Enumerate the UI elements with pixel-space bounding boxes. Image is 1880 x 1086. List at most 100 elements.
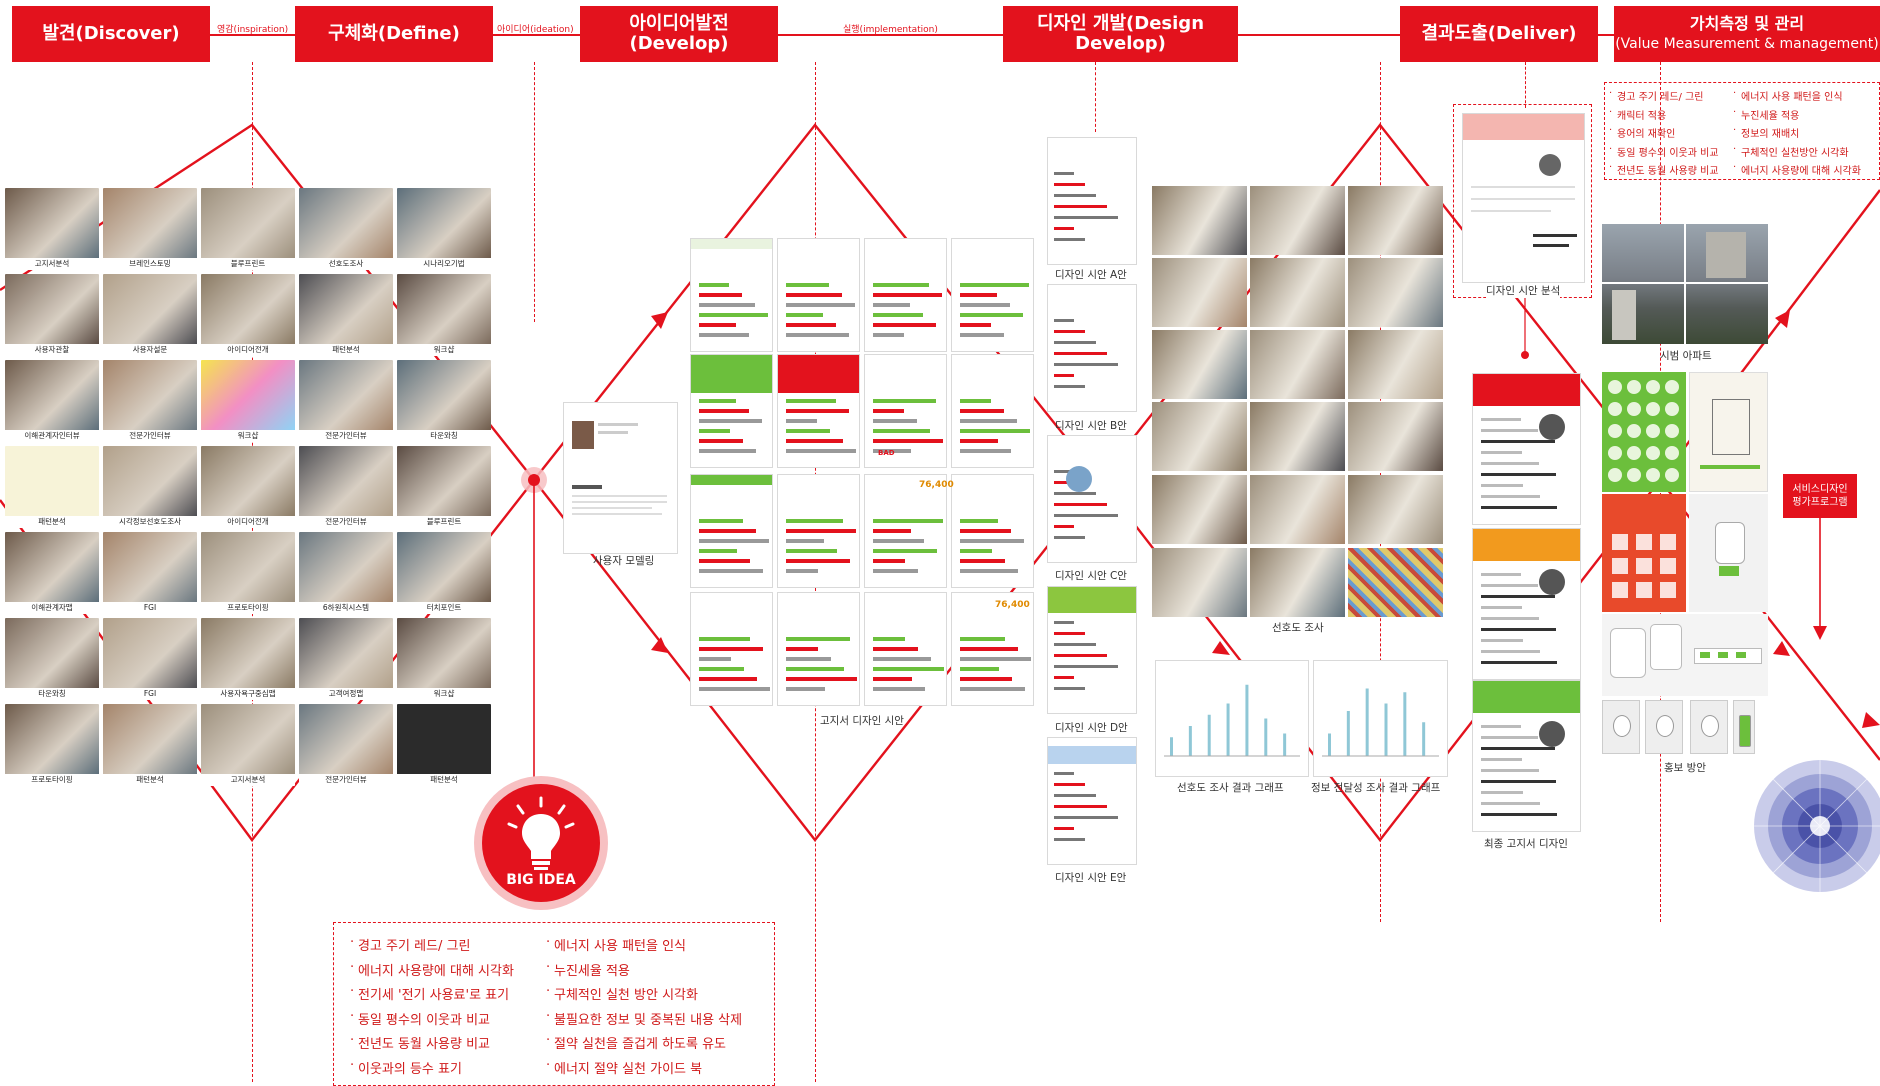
bill-draft-bar: [873, 293, 942, 297]
preference-photo: [1250, 548, 1345, 617]
bill-draft-bar: [960, 323, 991, 327]
socket-photo: [1645, 700, 1683, 754]
bill-draft-bar: [699, 303, 755, 307]
big_idea_box-item: 에너지 절약 실천 가이드 북: [554, 1061, 703, 1077]
bill-draft-bar: [960, 539, 1024, 543]
bullet-dot: ·: [1733, 162, 1737, 173]
bullet-dot: ·: [1609, 143, 1613, 155]
bill-draft-bar: [786, 559, 850, 563]
bullet-dot: ·: [1733, 88, 1737, 99]
bill-draft-bar: [699, 333, 749, 337]
preference-photo: [1250, 330, 1345, 399]
phase-deliver-label: 결과도출(Deliver): [1421, 23, 1577, 44]
bill-draft-bar: [699, 409, 749, 413]
method-tile-image: [397, 274, 491, 344]
poster-icon: [1646, 380, 1660, 394]
method-tile-image: [201, 274, 295, 344]
method-tile-caption: 이해관계자맵: [5, 602, 99, 614]
bill-draft-bar: [699, 323, 736, 327]
method-tile-caption: 패턴분석: [299, 344, 393, 356]
poster-character: [1689, 372, 1768, 492]
design-draft-header: [1048, 738, 1136, 746]
design-draft-thumb: [1047, 586, 1137, 714]
socket-face: [1656, 715, 1674, 737]
poster-icon: [1608, 424, 1622, 438]
arrow-service: [1813, 626, 1827, 640]
bullet-dot: ·: [546, 984, 551, 999]
method-tile-caption: 아이디어전개: [201, 344, 295, 356]
bill-draft-bar: [960, 637, 1005, 641]
method-tile-caption: 고지서분석: [5, 258, 99, 270]
bill-draft-bar: [960, 333, 1004, 337]
method-tile-caption: 전문가인터뷰: [103, 430, 197, 442]
poster-icon: [1627, 468, 1641, 482]
preference-photo: [1152, 548, 1247, 617]
poster-icon: [1660, 558, 1676, 574]
label-design-e: 디자인 시안 E안: [1055, 872, 1127, 884]
bullet-dot: ·: [350, 959, 355, 975]
poster-plug: [1689, 494, 1768, 612]
bill-draft-bar: [960, 667, 999, 671]
bill-draft-thumb: [690, 354, 773, 468]
bill-draft-header: [865, 475, 946, 485]
bill-draft-bar: [960, 439, 998, 443]
user-modeling-card: [563, 402, 678, 554]
method-tile-image: [299, 618, 393, 688]
bill-draft-bar: [960, 303, 1010, 307]
bill-draft-bar: [960, 687, 1025, 691]
bill-draft-bar: [873, 559, 905, 563]
bill-draft-bar: [786, 419, 817, 423]
bill-draft-header: [778, 475, 859, 485]
guide-6: [1525, 62, 1526, 108]
phase-design-develop-label: 디자인 개발(Design Develop): [1036, 13, 1205, 54]
big_idea_box-item: 전기세 '전기 사용료'로 표기: [358, 988, 510, 1003]
poster-icon: [1636, 534, 1652, 550]
method-tile-caption: 사용자관찰: [5, 344, 99, 356]
method-tile-image: [397, 446, 491, 516]
poster-icon: [1636, 558, 1652, 574]
bill-draft-bar: [873, 687, 925, 691]
graph-bar: [1283, 733, 1287, 756]
design-draft-bar: [1054, 492, 1096, 495]
design-draft-bar: [1054, 794, 1096, 797]
bill-draft-header: [691, 475, 772, 485]
method-tile-caption: FGI: [103, 688, 197, 700]
final-bill-line: [1481, 451, 1522, 454]
poster-icon: [1627, 380, 1641, 394]
method-tile: 전문가인터뷰: [299, 446, 393, 528]
method-tile-image: [201, 532, 295, 602]
bill-draft-bar: [960, 313, 1023, 317]
method-tile: 고객여정맵: [299, 618, 393, 700]
bill-draft-bar: [960, 399, 991, 403]
bill-draft-bar: [786, 429, 830, 433]
method-tile-image: [103, 360, 197, 430]
big_idea_box-item: 불필요한 정보 및 중복된 내용 삭제: [554, 1012, 743, 1028]
design-draft-bar: [1054, 816, 1118, 819]
final-bill-line: [1481, 791, 1523, 794]
method-tile-caption: 이해관계자인터뷰: [5, 430, 99, 442]
value_box-item: 정보의 재배치: [1741, 129, 1800, 140]
preference-photo: [1152, 330, 1247, 399]
bill-draft-bar: [873, 399, 936, 403]
design-draft-band: [1048, 746, 1136, 764]
method-tile: 전문가인터뷰: [299, 360, 393, 442]
method-tile: FGI: [103, 532, 197, 614]
design-draft-bar: [1054, 330, 1085, 333]
method-tile: 터치포인트: [397, 532, 491, 614]
design-draft-bar: [1054, 341, 1096, 344]
arrow-value-up: [1775, 310, 1790, 328]
method-tile-image: [5, 274, 99, 344]
graph-bar: [1264, 718, 1268, 756]
design-draft-thumb: [1047, 737, 1137, 865]
method-tile-caption: 타운와칭: [397, 430, 491, 442]
bill-draft-bar: [873, 529, 911, 533]
design-draft-bar: [1054, 227, 1074, 230]
label-preference-graph: 선호도 조사 결과 그래프: [1177, 782, 1284, 794]
final-bill-line: [1481, 418, 1521, 421]
bullet-dot: ·: [1609, 162, 1613, 173]
bill-draft-bar: [786, 449, 856, 453]
bill-draft-bar: [699, 667, 744, 671]
bill-draft-bar: [873, 519, 943, 523]
final-bill-line: [1481, 617, 1539, 620]
bill-draft-bar: [873, 677, 912, 681]
